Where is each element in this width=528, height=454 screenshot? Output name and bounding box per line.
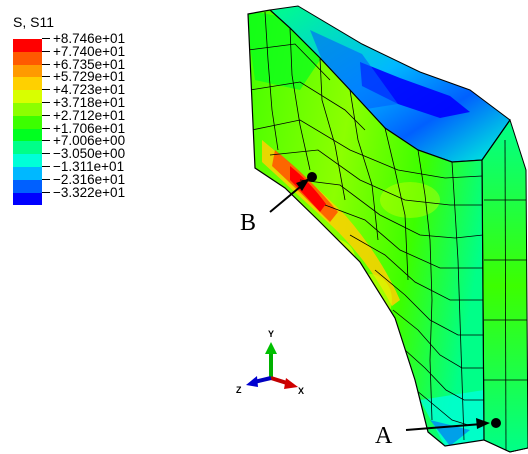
triad-z-label: Z [236, 385, 242, 395]
legend-swatch [13, 192, 42, 206]
legend-tick [42, 76, 50, 78]
legend-value: +6.735e+01 [53, 56, 126, 72]
marker-a: A [375, 418, 501, 449]
legend-tick [42, 38, 50, 39]
legend-value: +5.729e+01 [53, 69, 126, 85]
legend-tick [42, 114, 50, 116]
legend-value: +3.718e+01 [53, 94, 126, 110]
legend-tick [42, 165, 50, 167]
axis-triad: Y X Z [236, 329, 304, 396]
legend-tick [42, 63, 50, 65]
triad-x-label: X [298, 386, 304, 396]
legend-swatch [13, 128, 42, 142]
legend-value: −2.316e+01 [53, 171, 126, 187]
legend-tick [42, 191, 50, 193]
legend-value: +1.706e+01 [53, 120, 126, 136]
legend-tick [42, 101, 50, 103]
triad-y-label: Y [268, 329, 274, 339]
legend-swatch [13, 102, 42, 116]
legend-swatch [13, 154, 42, 167]
legend-tick [42, 127, 50, 129]
legend-swatch [13, 39, 42, 52]
legend-swatch [13, 179, 42, 193]
legend-tick [42, 140, 50, 142]
legend-tick [42, 178, 50, 180]
legend-tick [42, 153, 50, 155]
legend-tick [42, 89, 50, 91]
marker-a-label: A [375, 423, 393, 449]
legend-value: +7.006e+00 [53, 133, 126, 149]
legend-value: +4.723e+01 [53, 82, 126, 98]
legend-swatch [13, 115, 42, 129]
legend-value: −3.322e+01 [53, 184, 126, 200]
legend-value: −1.311e+01 [53, 158, 125, 174]
marker-b-label: B [240, 210, 256, 236]
marker-b: B [240, 172, 317, 236]
legend-title: S, S11 [13, 14, 54, 30]
legend-swatch [13, 90, 42, 103]
legend-tick [42, 50, 50, 52]
legend-swatch [13, 141, 42, 155]
legend-swatch [13, 77, 42, 91]
legend-swatch [13, 166, 42, 180]
legend-value: +2.712e+01 [53, 107, 126, 123]
legend-swatch [13, 64, 42, 78]
legend-value: −3.050e+00 [53, 146, 126, 162]
legend-swatch [13, 51, 42, 65]
legend-value: +7.740e+01 [53, 43, 126, 59]
legend-value: +8.746e+01 [53, 31, 126, 46]
